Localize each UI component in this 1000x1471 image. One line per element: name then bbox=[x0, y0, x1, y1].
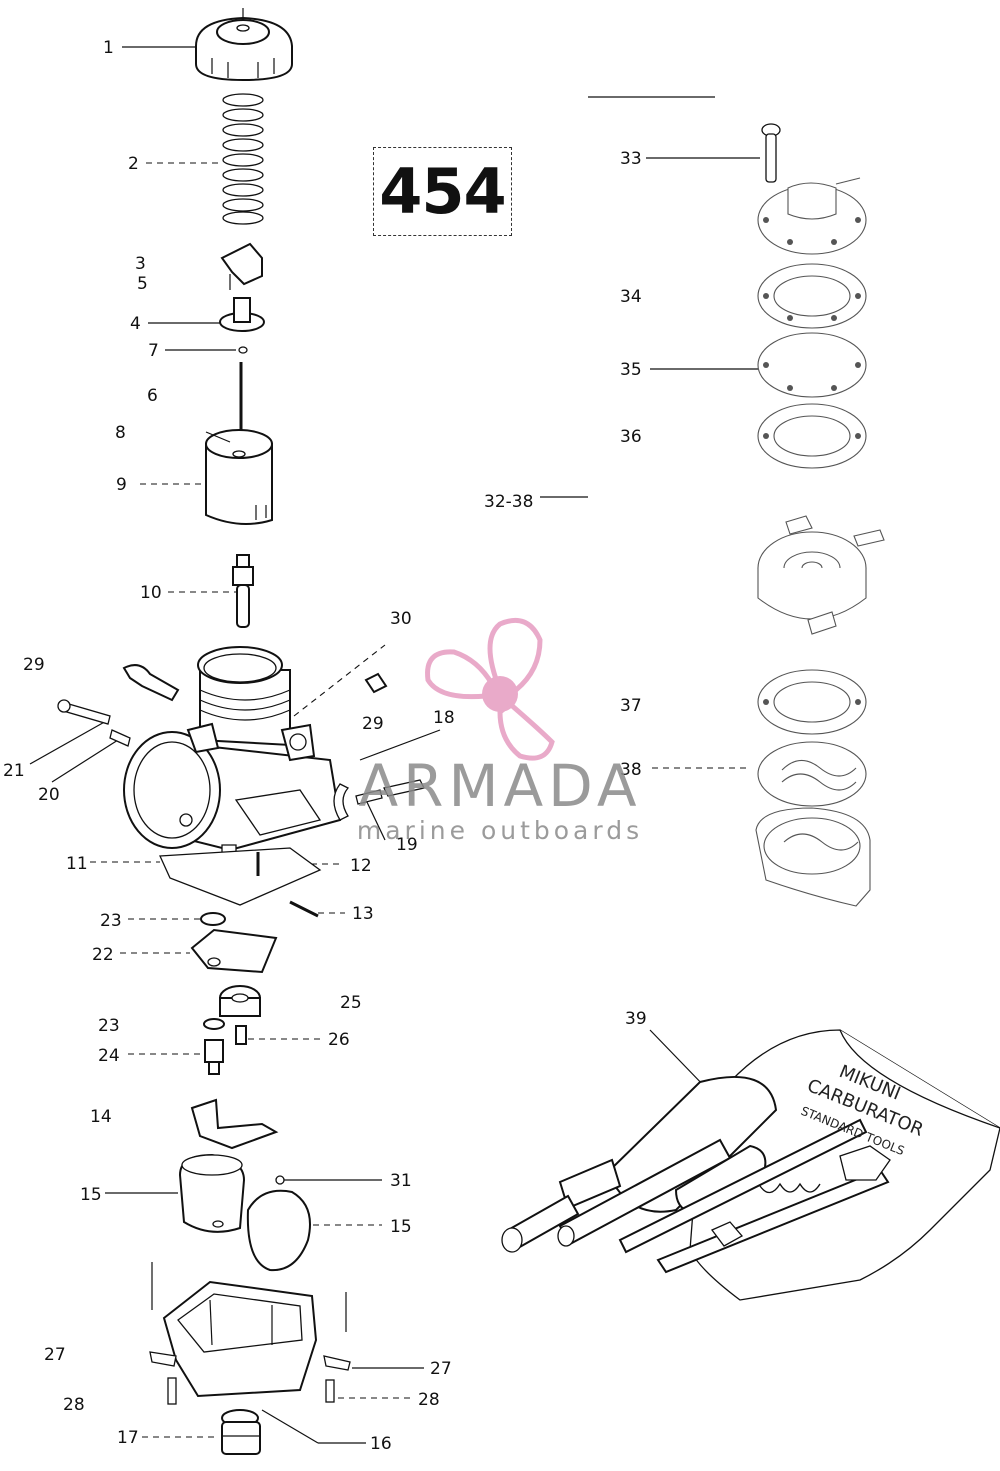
part-27-clip-right bbox=[323, 1355, 351, 1371]
part-37-gasket bbox=[757, 669, 867, 735]
part-13-pin bbox=[289, 900, 319, 918]
label-36: 36 bbox=[620, 427, 642, 447]
label-3: 3 bbox=[135, 254, 146, 274]
label-10: 10 bbox=[140, 583, 162, 603]
label-14: 14 bbox=[90, 1107, 112, 1127]
label-27-left: 27 bbox=[44, 1345, 66, 1365]
part-7-washer bbox=[238, 346, 248, 354]
label-15-right: 15 bbox=[390, 1217, 412, 1237]
label-22: 22 bbox=[92, 945, 114, 965]
carburetor-body bbox=[122, 646, 342, 871]
float-bowl bbox=[151, 1262, 347, 1398]
watermark: ARMADA marine outboards bbox=[340, 755, 660, 845]
part-23-washer-bottom bbox=[203, 1018, 225, 1030]
part-15-float-left bbox=[178, 1153, 246, 1233]
part-17-plug bbox=[221, 1421, 261, 1455]
part-21-screw bbox=[57, 699, 111, 725]
part-20-spring bbox=[109, 729, 131, 747]
label-27-right: 27 bbox=[430, 1359, 452, 1379]
label-26: 26 bbox=[328, 1030, 350, 1050]
label-37: 37 bbox=[620, 696, 642, 716]
part-28-screw-right bbox=[325, 1379, 335, 1403]
label-8: 8 bbox=[115, 423, 126, 443]
label-4: 4 bbox=[130, 314, 141, 334]
label-31: 31 bbox=[390, 1171, 412, 1191]
label-6: 6 bbox=[147, 386, 158, 406]
callout-labels: 1 2 3 5 4 7 6 8 9 10 29 30 21 20 29 18 1… bbox=[3, 38, 647, 1454]
part-24-main-jet bbox=[204, 1039, 224, 1075]
label-2: 2 bbox=[128, 154, 139, 174]
part-39-tool-kit bbox=[501, 1029, 1000, 1301]
label-23-bottom: 23 bbox=[98, 1016, 120, 1036]
part-26-jet bbox=[235, 1025, 247, 1045]
label-9: 9 bbox=[116, 475, 127, 495]
label-39: 39 bbox=[625, 1009, 647, 1029]
label-35: 35 bbox=[620, 360, 642, 380]
leader-lines bbox=[29, 8, 760, 1444]
label-11: 11 bbox=[66, 854, 88, 874]
label-21: 21 bbox=[3, 761, 25, 781]
label-16: 16 bbox=[370, 1434, 392, 1454]
label-7: 7 bbox=[148, 341, 159, 361]
part-32-top-cover bbox=[757, 177, 867, 255]
diagram-number: 454 bbox=[373, 147, 512, 236]
part-18-pilot-screw bbox=[383, 779, 425, 797]
part-33-screw bbox=[761, 123, 781, 183]
label-34: 34 bbox=[620, 287, 642, 307]
part-23-washer-top bbox=[200, 912, 226, 926]
label-12: 12 bbox=[350, 856, 372, 876]
label-28-left: 28 bbox=[63, 1395, 85, 1415]
part-14-float-arm bbox=[190, 1098, 279, 1150]
part-31-pin bbox=[275, 1175, 285, 1185]
part-25-float-valve-seat bbox=[219, 985, 261, 1017]
label-30: 30 bbox=[390, 609, 412, 629]
watermark-tagline: marine outboards bbox=[356, 816, 644, 845]
part-34-gasket bbox=[757, 263, 867, 329]
part-3-5-clip bbox=[220, 242, 263, 290]
part-38-valve-plate bbox=[757, 741, 867, 807]
part-36-gasket bbox=[757, 403, 867, 469]
part-11-gasket bbox=[159, 847, 322, 906]
label-28-right: 28 bbox=[418, 1390, 440, 1410]
part-2-spring bbox=[222, 93, 264, 225]
label-17: 17 bbox=[117, 1428, 139, 1448]
part-30-screw bbox=[364, 672, 388, 694]
label-38: 38 bbox=[620, 760, 642, 780]
part-28-screw-left bbox=[167, 1377, 177, 1405]
part-fuel-pump-body bbox=[757, 515, 885, 635]
part-fuel-pump-base bbox=[755, 807, 871, 907]
label-1: 1 bbox=[103, 38, 114, 58]
label-18: 18 bbox=[433, 708, 455, 728]
part-27-clip-left bbox=[149, 1351, 177, 1367]
label-5: 5 bbox=[137, 274, 148, 294]
label-13: 13 bbox=[352, 904, 374, 924]
part-9-throttle-valve bbox=[205, 429, 273, 525]
label-29-mid: 29 bbox=[362, 714, 384, 734]
label-33: 33 bbox=[620, 149, 642, 169]
part-4-needle-retainer bbox=[219, 297, 265, 332]
label-25: 25 bbox=[340, 993, 362, 1013]
label-19: 19 bbox=[396, 835, 418, 855]
label-23-top: 23 bbox=[100, 911, 122, 931]
propeller-logo-icon bbox=[425, 618, 555, 761]
label-20: 20 bbox=[38, 785, 60, 805]
part-15-float-right bbox=[246, 1189, 311, 1272]
part-35-diaphragm bbox=[757, 332, 867, 398]
part-1-cap bbox=[195, 16, 293, 82]
label-24: 24 bbox=[98, 1046, 120, 1066]
watermark-brand: ARMADA bbox=[358, 752, 642, 820]
part-22-plate bbox=[190, 928, 278, 974]
part-19-spring bbox=[355, 789, 383, 805]
part-29-hose bbox=[333, 783, 350, 821]
label-32-38: 32-38 bbox=[484, 492, 533, 512]
label-15-left: 15 bbox=[80, 1185, 102, 1205]
label-29-top: 29 bbox=[23, 655, 45, 675]
part-10-needle-jet bbox=[232, 554, 254, 628]
